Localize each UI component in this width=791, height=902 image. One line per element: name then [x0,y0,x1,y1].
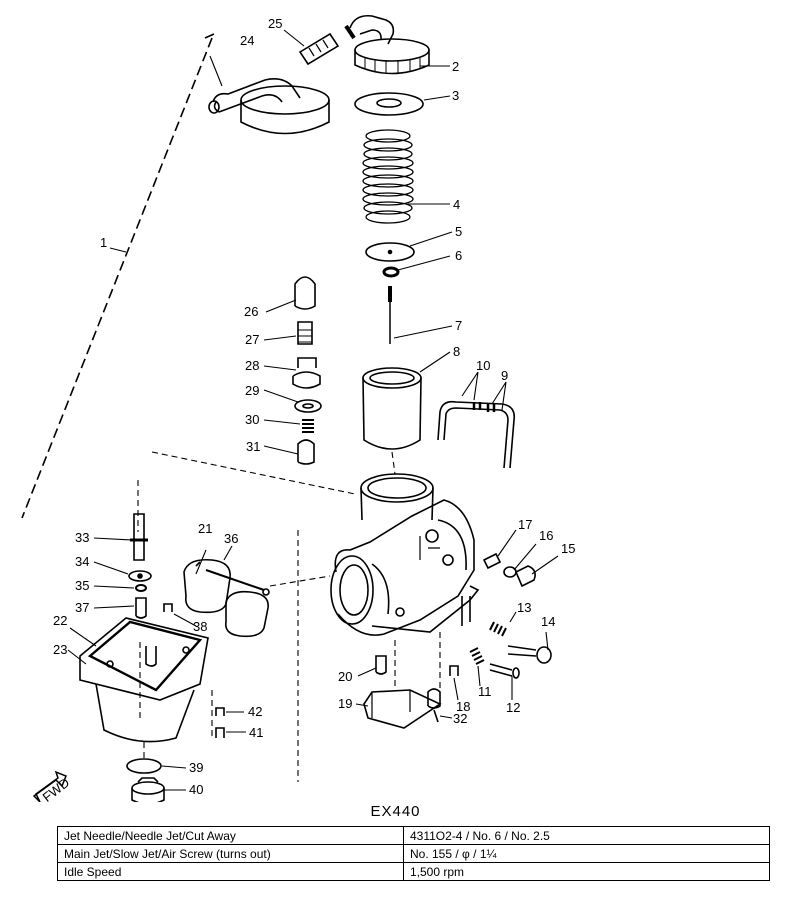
part-17-screw [482,552,502,570]
part-16-o-ring [503,566,517,578]
part-9-10-overflow-tube [437,400,516,469]
callout-4: 4 [453,197,460,212]
callout-2: 2 [452,59,459,74]
callout-22: 22 [53,613,67,628]
callout-13: 13 [517,600,531,615]
part-12-throttle-stop-screw [489,663,520,679]
callout-12: 12 [506,700,520,715]
callout-29: 29 [245,383,259,398]
part-42-screw [215,707,225,716]
part-34-washer [128,570,152,582]
part-4-spring [362,129,414,224]
model-title: EX440 [370,803,421,820]
part-2-top-cap [344,14,430,75]
callout-39: 39 [189,760,203,775]
part-15-cap-screw [514,565,536,588]
part-23-float-bowl [79,617,209,743]
callout-41: 41 [249,725,263,740]
part-27-plunger-rod [297,321,313,345]
part-main-carburetor-body [330,473,480,636]
part-26-cap [294,276,316,310]
part-40-drain-plug [131,777,165,802]
callout-7: 7 [455,318,462,333]
callout-34: 34 [75,554,89,569]
callout-28: 28 [245,358,259,373]
spec-label: Jet Needle/Needle Jet/Cut Away [57,826,404,845]
spec-value: No. 155 / φ / 1¼ [403,844,770,863]
part-8-throttle-valve [362,367,422,450]
callout-42: 42 [248,704,262,719]
part-22-bowl-gasket [87,620,203,692]
callout-1: 1 [100,235,107,250]
callout-5: 5 [455,224,462,239]
part-29-washer [294,399,322,413]
callout-35: 35 [75,578,89,593]
callout-10: 10 [476,358,490,373]
spec-label: Idle Speed [57,862,404,881]
carburetor-exploded-diagram: FWD [21,14,575,802]
part-25-vent-fitting [298,32,340,66]
callout-16: 16 [539,528,553,543]
table-row: Main Jet/Slow Jet/Air Screw (turns out) … [57,844,770,863]
callout-40: 40 [189,782,203,797]
callout-11: 11 [478,684,492,699]
part-14-pilot-screw [507,645,552,664]
spec-table: Jet Needle/Needle Jet/Cut Away 4311O2-4 … [57,826,770,881]
callout-20: 20 [338,669,352,684]
callout-38: 38 [193,619,207,634]
callout-3: 3 [452,88,459,103]
callout-6: 6 [455,248,462,263]
part-3-gasket [354,92,424,116]
leader-lines [67,29,559,791]
part-11-spring [469,647,485,665]
part-6-clip [382,266,400,278]
callout-24: 24 [240,33,254,48]
part-36-float-pin [205,569,270,596]
callout-21: 21 [198,521,212,536]
part-28-plunger-nut [292,357,321,389]
part-39-o-ring [126,758,162,774]
callout-32: 32 [453,711,467,726]
spec-value: 4311O2-4 / No. 6 / No. 2.5 [403,826,770,845]
callout-8: 8 [453,344,460,359]
part-20-jet [375,655,387,675]
callout-27: 27 [245,332,259,347]
part-37-pilot-jet [135,597,147,619]
part-41-screw [215,727,225,738]
callout-36: 36 [224,531,238,546]
callout-30: 30 [245,412,259,427]
part-13-spring [489,621,507,637]
callout-25: 25 [268,16,282,31]
spec-label: Main Jet/Slow Jet/Air Screw (turns out) [57,844,404,863]
callout-19: 19 [338,696,352,711]
fwd-direction-arrow: FWD [32,770,72,802]
part-31-plunger [297,439,315,465]
callout-26: 26 [244,304,258,319]
table-row: Idle Speed 1,500 rpm [57,862,770,881]
callout-37: 37 [75,600,89,615]
part-32-float-valve [427,688,441,723]
part-30-spring [302,419,314,433]
assembly-guide-lines [137,451,441,782]
callout-9: 9 [501,368,508,383]
spec-value: 1,500 rpm [403,862,770,881]
part-35-main-jet [135,584,147,592]
callout-33: 33 [75,530,89,545]
callout-23: 23 [53,642,67,657]
callout-18: 18 [456,699,470,714]
part-33-main-jet-holder [130,513,148,561]
part-38-screw [163,603,173,612]
part-24-vent-cap [208,78,330,135]
callout-15: 15 [561,541,575,556]
callout-14: 14 [541,614,555,629]
callout-31: 31 [246,439,260,454]
callout-17: 17 [518,517,532,532]
assembly-bracket-line [21,33,215,519]
table-row: Jet Needle/Needle Jet/Cut Away 4311O2-4 … [57,826,770,845]
part-18-fitting [449,665,459,676]
part-5-retainer-plate [365,242,415,262]
